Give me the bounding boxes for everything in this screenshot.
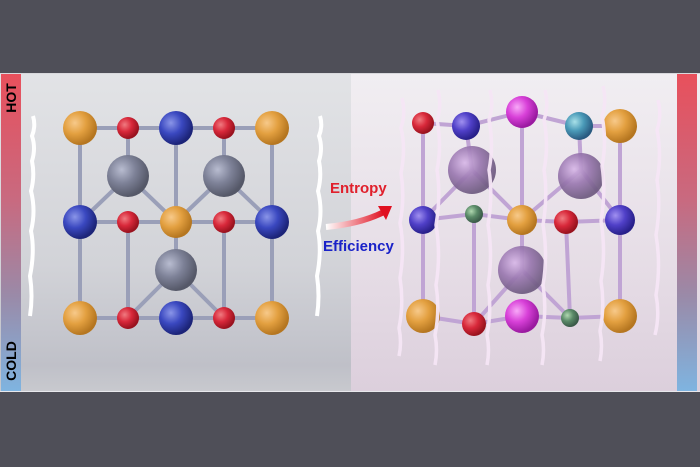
temperature-gradient-bar-left — [1, 74, 21, 391]
entropy-arrow-icon — [325, 206, 392, 230]
temperature-gradient-bar-right — [677, 74, 697, 391]
efficiency-label: Efficiency — [323, 238, 394, 255]
left-atoms — [63, 111, 289, 335]
right-atoms — [406, 96, 637, 336]
right-vibration-lines — [397, 85, 662, 366]
entropy-label: Entropy — [330, 180, 387, 197]
left-vibration-lines — [27, 115, 324, 317]
